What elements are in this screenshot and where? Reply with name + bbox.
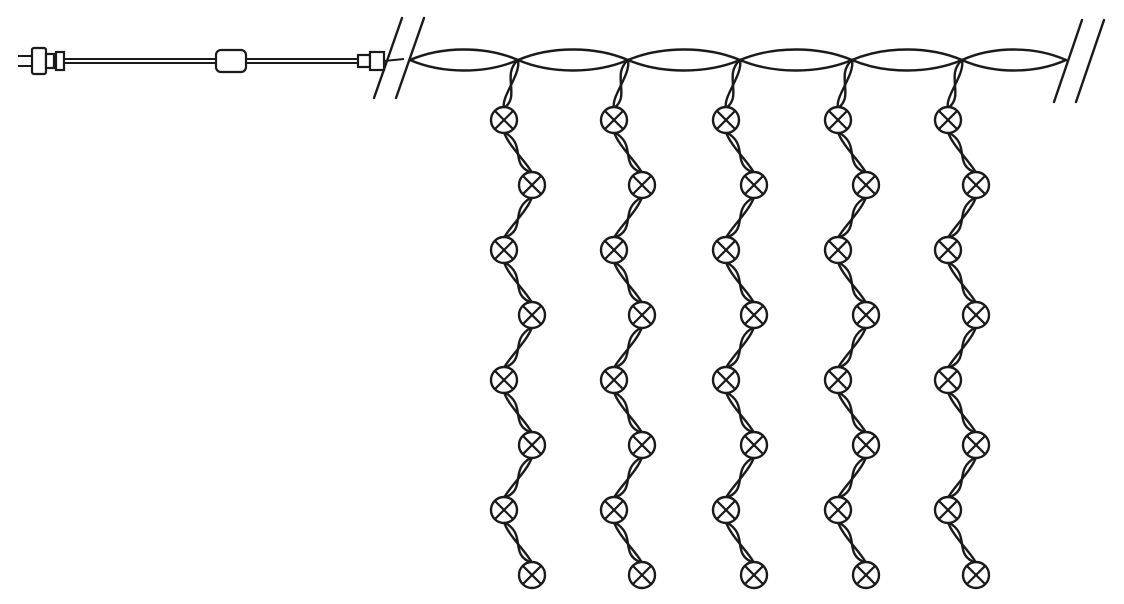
power-cable bbox=[18, 46, 405, 76]
cross-circle-bulb-icon bbox=[517, 170, 547, 200]
cross-circle-bulb-icon bbox=[851, 300, 881, 330]
cross-circle-bulb-icon bbox=[739, 430, 769, 460]
connector-icon bbox=[356, 50, 386, 72]
cross-circle-bulb-icon bbox=[517, 300, 547, 330]
cross-circle-bulb-icon bbox=[739, 170, 769, 200]
cross-circle-bulb-icon bbox=[823, 235, 853, 265]
top-wire-strand-a bbox=[408, 48, 1068, 62]
cross-circle-bulb-icon bbox=[711, 235, 741, 265]
cross-circle-bulb-icon bbox=[599, 105, 629, 135]
cross-circle-bulb-icon bbox=[851, 430, 881, 460]
cross-circle-bulb-icon bbox=[961, 300, 991, 330]
light-strand bbox=[599, 60, 657, 590]
cross-circle-bulb-icon bbox=[599, 495, 629, 525]
cross-circle-bulb-icon bbox=[933, 495, 963, 525]
cross-circle-bulb-icon bbox=[739, 560, 769, 590]
left-break-mark bbox=[372, 16, 426, 100]
cross-circle-bulb-icon bbox=[627, 430, 657, 460]
cross-circle-bulb-icon bbox=[961, 170, 991, 200]
cross-circle-bulb-icon bbox=[711, 495, 741, 525]
cross-circle-bulb-icon bbox=[961, 560, 991, 590]
cross-circle-bulb-icon bbox=[599, 365, 629, 395]
cross-circle-bulb-icon bbox=[933, 235, 963, 265]
cross-circle-bulb-icon bbox=[711, 365, 741, 395]
cross-circle-bulb-icon bbox=[599, 235, 629, 265]
cross-circle-bulb-icon bbox=[627, 170, 657, 200]
cross-circle-bulb-icon bbox=[489, 365, 519, 395]
cross-circle-bulb-icon bbox=[851, 560, 881, 590]
top-twisted-wire bbox=[408, 48, 1068, 72]
cross-circle-bulb-icon bbox=[823, 495, 853, 525]
cross-circle-bulb-icon bbox=[823, 105, 853, 135]
cross-circle-bulb-icon bbox=[489, 105, 519, 135]
right-break-mark bbox=[1052, 18, 1106, 104]
cross-circle-bulb-icon bbox=[517, 430, 547, 460]
cross-circle-bulb-icon bbox=[933, 105, 963, 135]
light-strand bbox=[933, 60, 991, 590]
cross-circle-bulb-icon bbox=[489, 235, 519, 265]
cross-circle-bulb-icon bbox=[961, 430, 991, 460]
cross-circle-bulb-icon bbox=[517, 560, 547, 590]
transformer-icon bbox=[214, 48, 248, 74]
hanging-strands bbox=[489, 60, 991, 590]
cross-circle-bulb-icon bbox=[739, 300, 769, 330]
cross-circle-bulb-icon bbox=[823, 365, 853, 395]
cross-circle-bulb-icon bbox=[933, 365, 963, 395]
cross-circle-bulb-icon bbox=[851, 170, 881, 200]
cross-circle-bulb-icon bbox=[711, 105, 741, 135]
cross-circle-bulb-icon bbox=[627, 300, 657, 330]
plug-icon bbox=[18, 46, 66, 76]
light-strand bbox=[823, 60, 881, 590]
cross-circle-bulb-icon bbox=[627, 560, 657, 590]
light-strand bbox=[489, 60, 547, 590]
cross-circle-bulb-icon bbox=[489, 495, 519, 525]
light-strand bbox=[711, 60, 769, 590]
